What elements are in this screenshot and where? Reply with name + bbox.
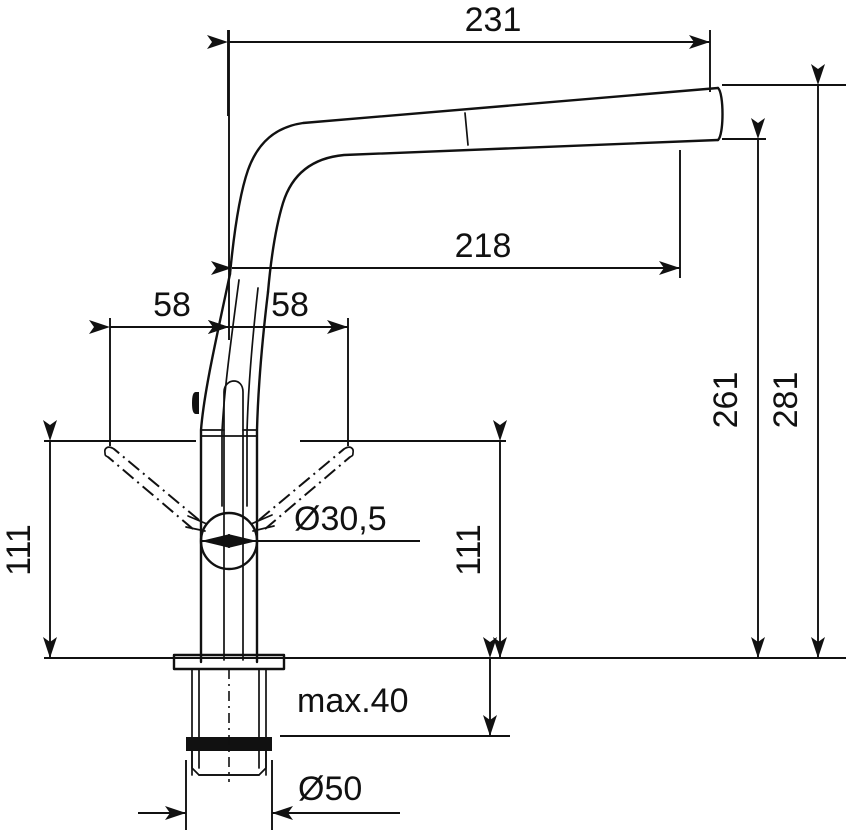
handle-phantom-right-2 [264, 456, 351, 530]
diverter-button [192, 392, 199, 414]
dimension-total-reach: 231 [207, 1, 711, 116]
faucet-body-group [104, 86, 724, 782]
dim-label-261: 261 [707, 372, 745, 429]
dimension-max-counter-thickness: max.40 [280, 637, 510, 737]
dimension-spout-reach: 218 [211, 150, 681, 278]
handle-phantom-left-cap [104, 446, 115, 458]
dimension-handle-height-left: 111 [0, 420, 300, 659]
handle-phantom-right-cap [343, 446, 354, 458]
dim-label-58-left: 58 [153, 286, 191, 324]
dimension-offsets: 58 58 [89, 30, 349, 446]
arrow-ball-right [228, 534, 257, 548]
spout-inner-curve [266, 138, 720, 294]
lever-stub-right-lower [252, 525, 275, 532]
dim-label-218: 218 [455, 227, 512, 265]
dim-label-281: 281 [767, 372, 805, 429]
arrow-ball-left [201, 534, 230, 548]
lever-stub-left-lower [185, 526, 206, 532]
handle-phantom-left [113, 448, 200, 521]
column-inner-right-line [246, 287, 259, 507]
dimension-total-height: 281 [722, 64, 846, 658]
dimension-spout-height: 261 [707, 118, 766, 658]
dimension-ball-diameter: Ø30,5 [201, 500, 420, 548]
dim-label-111-left: 111 [0, 524, 38, 576]
lever-stub-right [250, 514, 273, 525]
column-right-edge [255, 290, 270, 664]
dimension-hole-diameter: Ø50 [138, 760, 400, 830]
dim-label-231: 231 [465, 1, 522, 39]
column-inner-left-line [221, 279, 240, 507]
column-center-slot [223, 380, 244, 661]
dim-label-d50: Ø50 [298, 770, 362, 808]
handle-phantom-left-2 [107, 456, 194, 530]
spout-seam-line [464, 112, 469, 146]
spout-outer-curve [228, 86, 720, 276]
dim-label-58-right: 58 [271, 286, 309, 324]
dim-label-111-right: 111 [450, 524, 488, 576]
column-left-edge [199, 272, 232, 664]
dim-label-ball-diameter: Ø30,5 [294, 500, 387, 538]
dimension-handle-height-right: 111 [300, 420, 846, 659]
dim-label-max40: max.40 [297, 682, 409, 720]
spout-head-endcap [716, 86, 724, 142]
handle-phantom-right [258, 448, 345, 521]
